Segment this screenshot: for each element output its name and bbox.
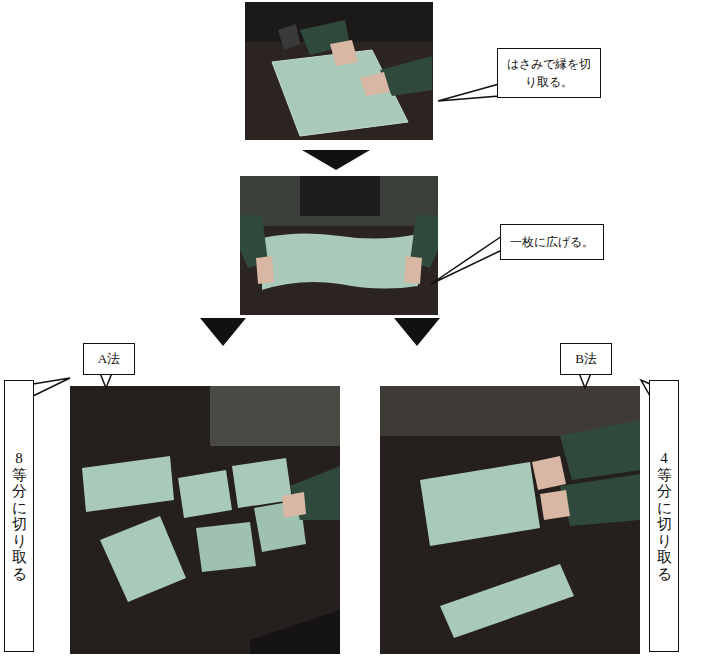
flow-triangle (394, 318, 440, 346)
callout-text: はさみで縁を切り取る。 (504, 55, 594, 91)
photo-spreading-sheet (240, 176, 438, 315)
sheet-piece (196, 522, 256, 572)
vertical-label: 8等分に切り取る (12, 450, 27, 582)
sheet-piece (100, 516, 186, 602)
hand (330, 40, 358, 66)
table-ground (70, 386, 340, 654)
hand (540, 490, 570, 520)
callout-box: 一枚に広げる。 (500, 224, 604, 260)
sheet-piece (178, 470, 232, 518)
method-label: B法 (560, 343, 612, 375)
table-ground (245, 2, 433, 140)
hand (256, 256, 274, 284)
sheet-piece (420, 462, 540, 546)
callout-tail (33, 378, 70, 396)
flow-triangle (302, 150, 370, 170)
callout-tail (431, 236, 502, 284)
callout-box: はさみで縁を切り取る。 (497, 48, 601, 98)
table-ground (380, 386, 640, 654)
table-ground (240, 176, 438, 315)
sheet-piece (440, 564, 574, 638)
person-dark (300, 176, 380, 216)
sleeve (560, 474, 640, 526)
background (210, 386, 340, 446)
table-edge (250, 610, 340, 654)
vertical-label: 4等分に切り取る (657, 450, 672, 582)
method-label: A法 (83, 343, 135, 375)
sheet-piece (82, 456, 174, 512)
scissors (278, 24, 300, 50)
callout-tail (438, 84, 499, 101)
hand (360, 72, 390, 96)
vertical-callout: 8等分に切り取る (4, 380, 34, 652)
callout-text: B法 (575, 349, 597, 369)
sleeve (560, 420, 640, 480)
flow-triangle (200, 318, 246, 346)
hand (282, 492, 306, 518)
photo-method-a (70, 386, 340, 654)
hand (404, 256, 422, 284)
hand (532, 456, 566, 490)
photo-cutting-edges (245, 2, 433, 140)
callout-text: 一枚に広げる。 (510, 233, 594, 251)
callout-text: A法 (98, 349, 120, 369)
green-sheet (262, 233, 418, 290)
photo-method-b (380, 386, 640, 654)
background (240, 176, 438, 226)
vertical-callout: 4等分に切り取る (649, 380, 679, 652)
